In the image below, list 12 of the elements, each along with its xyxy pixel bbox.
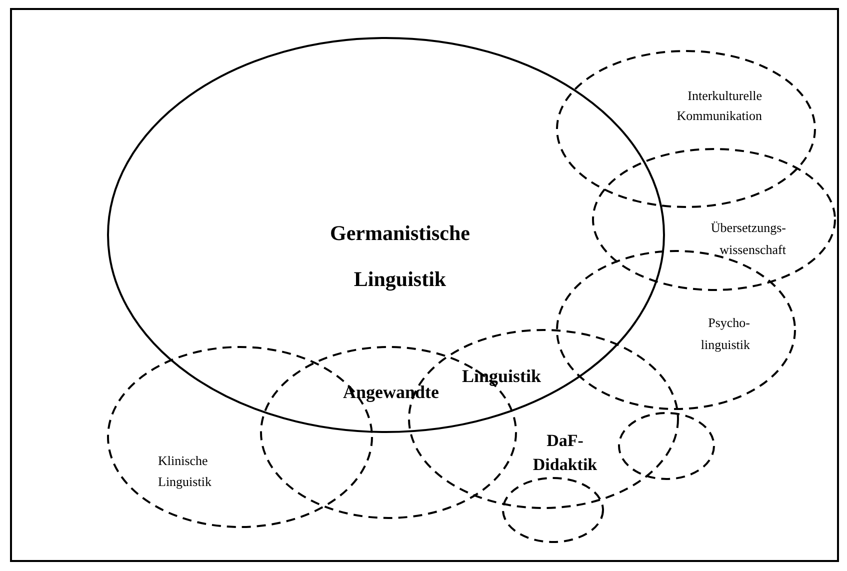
solid-ellipse bbox=[107, 37, 665, 433]
ellipse-label: Germanistische Linguistik bbox=[329, 220, 471, 293]
dashed-ellipse bbox=[502, 477, 604, 543]
dashed-ellipse bbox=[618, 412, 715, 480]
dashed-ellipse bbox=[592, 148, 836, 291]
ellipse-label: Übersetzungs- wissenschaft bbox=[710, 219, 786, 259]
ellipse-label: Klinische Linguistik bbox=[158, 452, 212, 491]
ellipse-label: Interkulturelle Kommunikation bbox=[676, 87, 762, 125]
ellipse-label: DaF- Didaktik bbox=[532, 430, 598, 476]
area-label: Linguistik bbox=[462, 366, 542, 387]
dashed-ellipse bbox=[556, 50, 816, 208]
ellipse-label: Psycho- linguistik bbox=[700, 314, 750, 354]
